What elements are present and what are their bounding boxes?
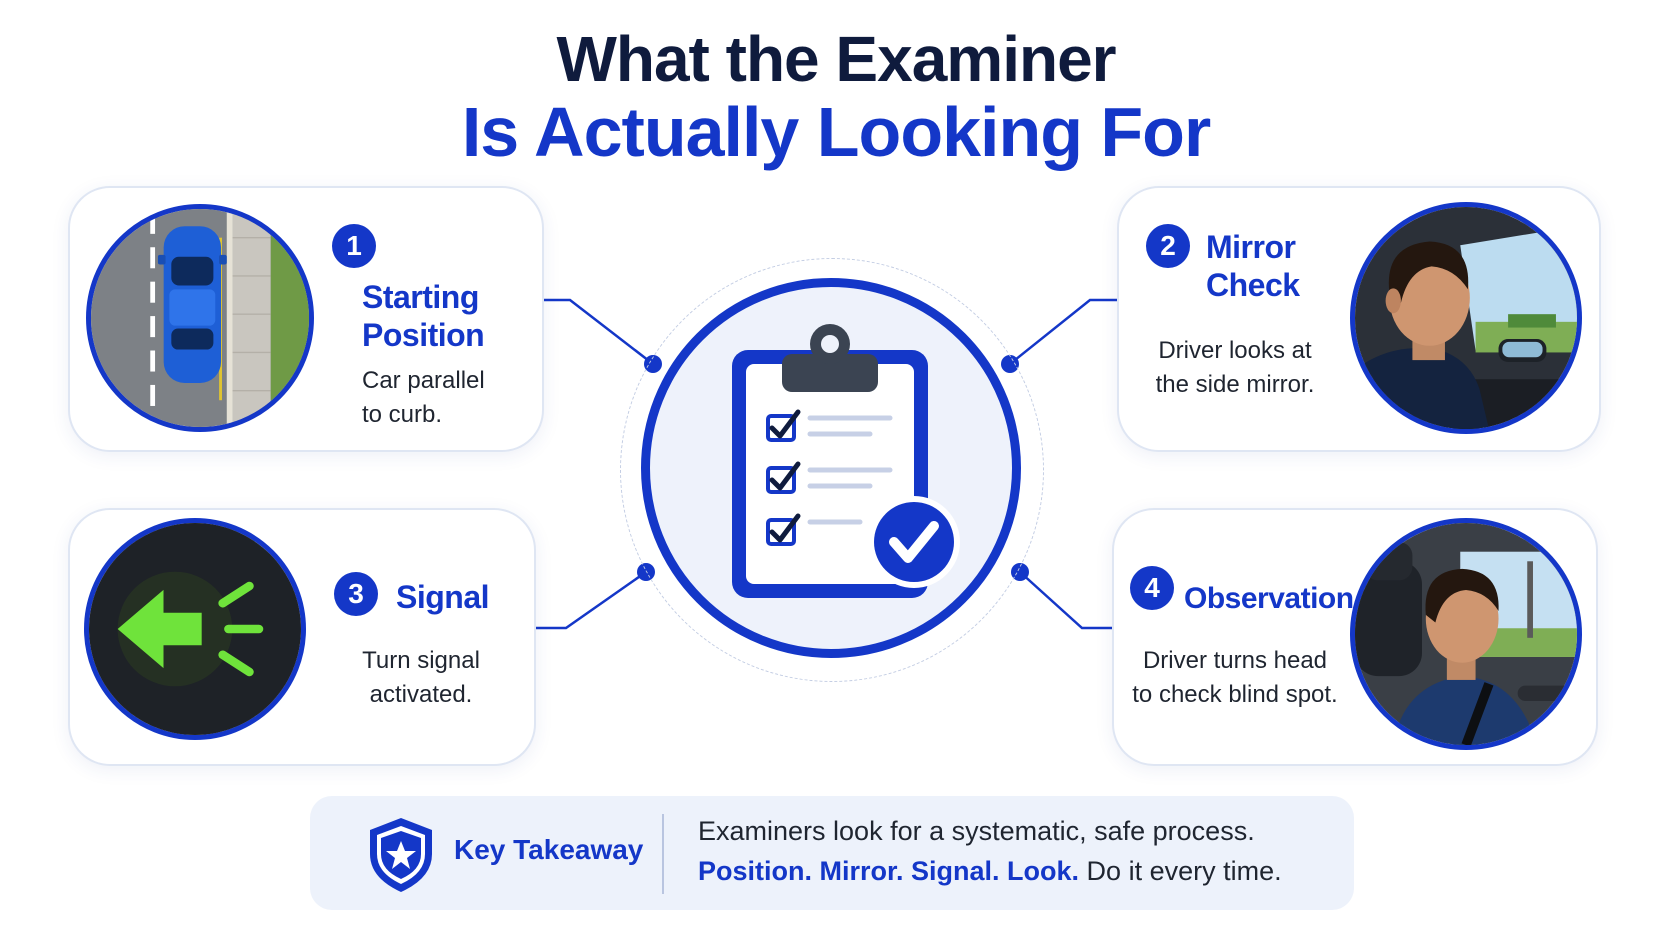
- takeaway-divider: [662, 814, 664, 894]
- takeaway-line2: Position. Mirror. Signal. Look. Do it ev…: [698, 856, 1282, 887]
- driver-mirror-check-image: [1350, 202, 1582, 434]
- turn-signal-arrow-icon: [117, 589, 202, 669]
- clipboard-checklist-icon: [732, 324, 960, 598]
- page-title-line1: What the Examiner: [556, 23, 1116, 95]
- step-number-badge-4: 4: [1130, 566, 1174, 610]
- step-desc-4-line2: to check blind spot.: [1132, 681, 1338, 708]
- step-heading-2: Mirror Check: [1206, 228, 1300, 304]
- step-desc-3-line1: Turn signal: [362, 647, 480, 674]
- step-desc-1-line2: to curb.: [362, 401, 443, 428]
- takeaway-line2-bold: Position. Mirror. Signal. Look.: [698, 856, 1080, 886]
- step-desc-1-line1: Car parallel: [362, 367, 485, 394]
- car-parked-parallel-image: [86, 204, 314, 432]
- step-heading-1: Starting Position: [362, 278, 485, 354]
- page-title-line2: Is Actually Looking For: [461, 93, 1211, 171]
- shield-star-icon: [370, 818, 432, 892]
- step-desc-3-line2: activated.: [369, 681, 473, 708]
- step-heading-4: Observation: [1184, 580, 1354, 618]
- step-heading-3: Signal: [396, 578, 490, 616]
- step-desc-4: Driver turns head to check blind spot.: [1126, 644, 1344, 712]
- center-dashed-ring: [620, 258, 1044, 682]
- driver-blind-spot-check-image: [1350, 518, 1582, 750]
- takeaway-line2-rest: Do it every time.: [1079, 856, 1282, 886]
- step-desc-4-line1: Driver turns head: [1142, 647, 1328, 674]
- step-heading-4-line1: Observation: [1184, 582, 1354, 615]
- step-number-badge-1: 1: [332, 224, 376, 268]
- step-heading-3-line1: Signal: [396, 579, 490, 615]
- takeaway-line1: Examiners look for a systematic, safe pr…: [698, 816, 1255, 846]
- step-heading-1-line1: Starting: [362, 279, 479, 315]
- step-heading-2-line2: Check: [1206, 267, 1300, 303]
- key-takeaway-panel: Key Takeaway Examiners look for a system…: [310, 796, 1354, 910]
- step-number-badge-3: 3: [334, 572, 378, 616]
- step-desc-2-line2: the side mirror.: [1155, 371, 1315, 398]
- turn-signal-indicator-image: [84, 518, 306, 740]
- step-heading-1-line2: Position: [362, 317, 485, 353]
- step-desc-2: Driver looks at the side mirror.: [1150, 334, 1320, 402]
- step-desc-3: Turn signal activated.: [346, 644, 496, 712]
- check-circle-icon: [868, 496, 960, 588]
- step-desc-1: Car parallel to curb.: [362, 364, 485, 432]
- step-number-badge-2: 2: [1146, 224, 1190, 268]
- step-desc-2-line1: Driver looks at: [1158, 337, 1312, 364]
- takeaway-label: Key Takeaway: [454, 834, 644, 865]
- step-heading-2-line1: Mirror: [1206, 229, 1296, 265]
